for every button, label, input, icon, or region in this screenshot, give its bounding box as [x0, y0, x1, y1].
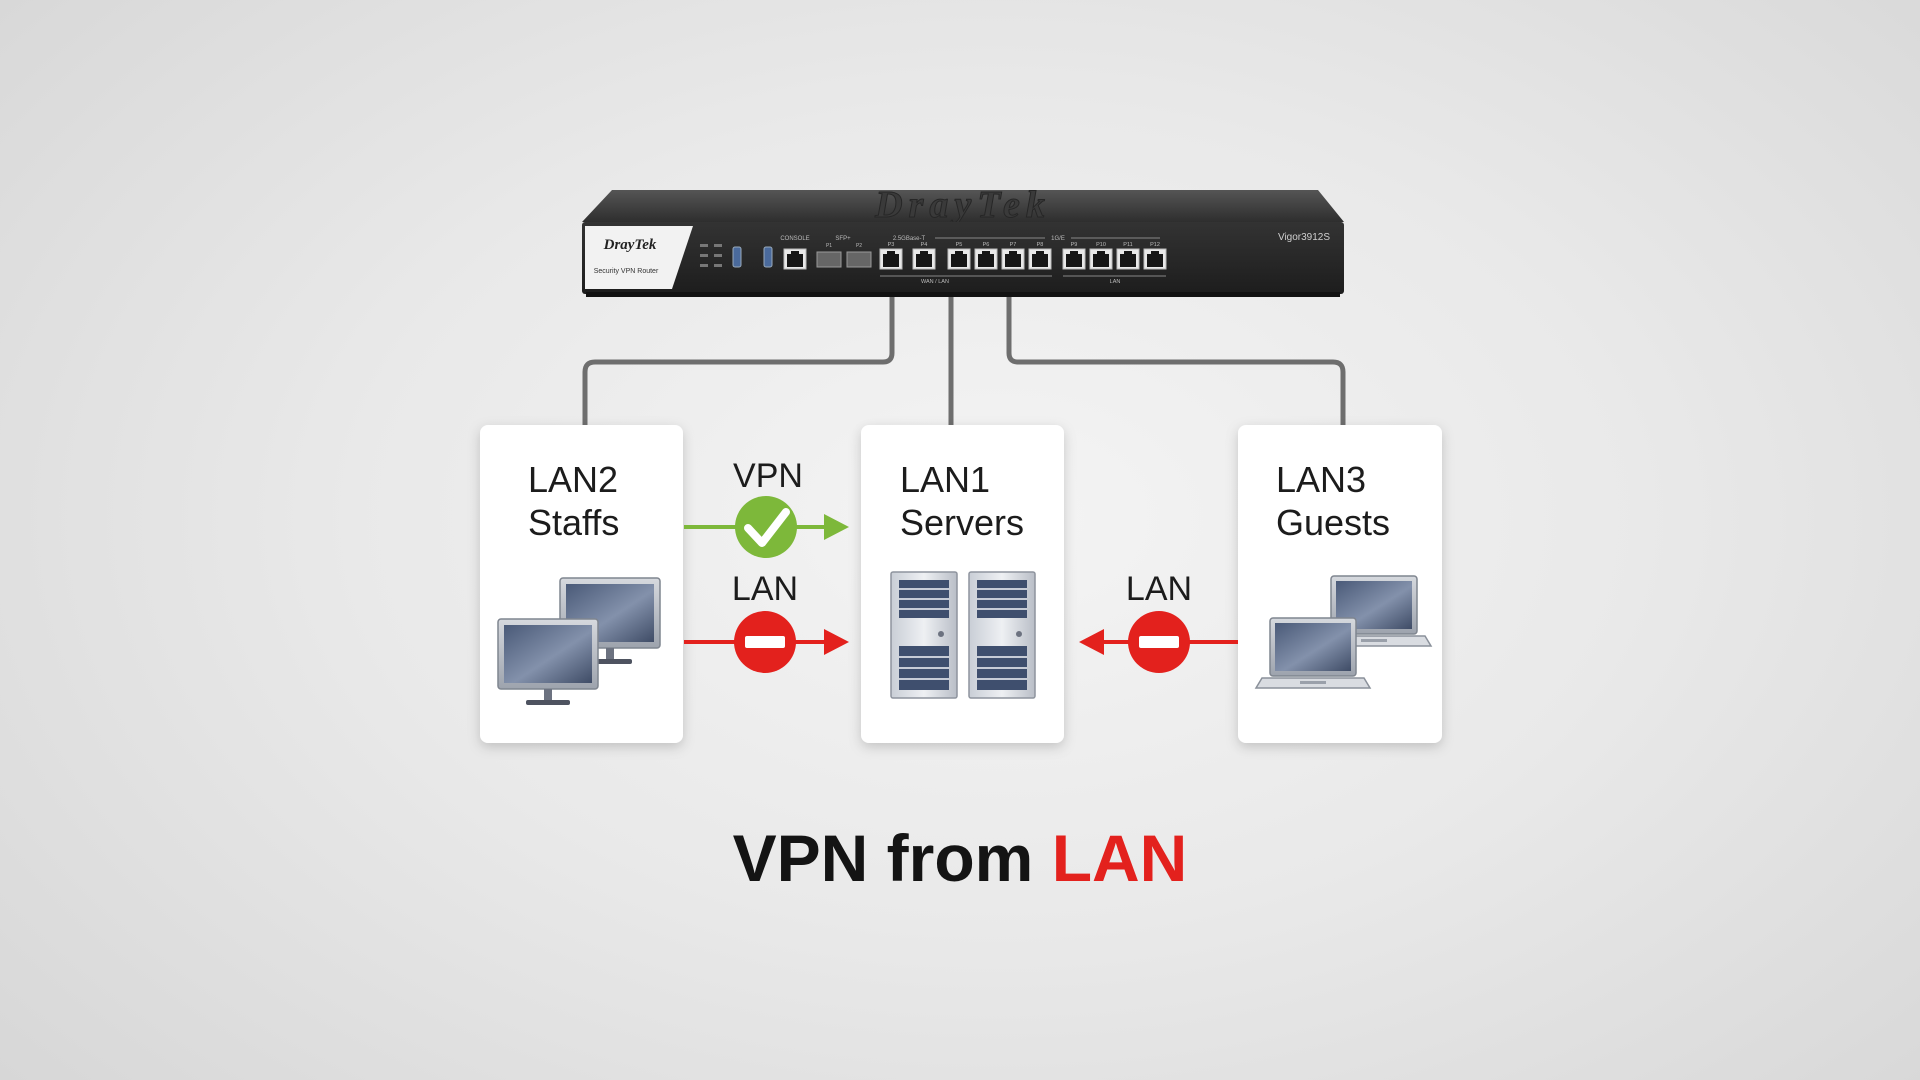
ethernet-port-p11 — [1116, 248, 1140, 270]
lan3-subtitle: Guests — [1276, 502, 1390, 543]
lan-left-label: LAN — [732, 570, 798, 608]
router-sfp-port-2 — [846, 251, 872, 268]
vpn-label: VPN — [733, 457, 803, 495]
cable-lan2 — [582, 295, 895, 430]
router-1g-group-label: 1G/E — [1051, 236, 1065, 242]
router-usb-port-2 — [763, 246, 773, 268]
lan2-name: LAN2 — [528, 459, 618, 500]
lan2-box: LAN2 Staffs — [480, 425, 683, 743]
port-label-p5: P5 — [956, 242, 963, 248]
port-label-p12: P12 — [1150, 242, 1160, 248]
router-sfp-p1-label: P1 — [826, 243, 832, 249]
no-entry-icon — [734, 611, 796, 673]
router-25g-group-label: 2.5GBase-T — [893, 236, 926, 242]
port-label-p6: P6 — [983, 242, 990, 248]
router-console-port — [783, 248, 807, 270]
port-label-p7: P7 — [1010, 242, 1017, 248]
ethernet-port-p12 — [1143, 248, 1167, 270]
router-sfp-p2-label: P2 — [856, 243, 862, 249]
ethernet-port-p9 — [1062, 248, 1086, 270]
lan-right-arrowhead — [1079, 629, 1104, 655]
server-tower-icon — [890, 571, 958, 699]
port-label-p9: P9 — [1071, 242, 1078, 248]
router-brand-badge — [585, 226, 693, 289]
vpn-link: VPN — [684, 457, 849, 558]
router-lan-label: LAN — [1110, 279, 1121, 285]
ethernet-port-p5 — [947, 248, 971, 270]
router-badge-subtitle: Security VPN Router — [594, 268, 659, 275]
ethernet-port-p7 — [1001, 248, 1025, 270]
router-console-label: CONSOLE — [780, 236, 809, 242]
router-port-numbers: P3 P4 P5 P6 P7 P8 P9 P10 P11 P12 — [888, 242, 1160, 248]
ethernet-port-p10 — [1089, 248, 1113, 270]
ethernet-port-p8 — [1028, 248, 1052, 270]
lan1-name: LAN1 — [900, 459, 990, 500]
port-label-p3: P3 — [888, 242, 895, 248]
router-top-panel — [582, 190, 1344, 222]
ethernet-port-p6 — [974, 248, 998, 270]
router-ethernet-ports — [879, 248, 1167, 270]
router-badge-logo: DrayTek — [603, 237, 657, 253]
router-usb-port-1 — [732, 246, 742, 268]
router-device: DrayTek DrayTek Security VPN Router CONS… — [582, 184, 1344, 297]
port-label-p4: P4 — [921, 242, 928, 248]
check-icon — [735, 496, 797, 558]
lan-left-arrowhead — [824, 629, 849, 655]
server-tower-icon — [968, 571, 1036, 699]
router-status-leds — [700, 244, 722, 267]
vpn-arrowhead — [824, 514, 849, 540]
lan3-box: LAN3 Guests — [1238, 425, 1442, 743]
port-label-p10: P10 — [1096, 242, 1106, 248]
router-sfp-port-1 — [816, 251, 842, 268]
lan-link-right: LAN — [1079, 570, 1238, 673]
cable-lan3 — [1006, 295, 1346, 430]
lan3-name: LAN3 — [1276, 459, 1366, 500]
ethernet-port-p3 — [879, 248, 903, 270]
no-entry-icon — [1128, 611, 1190, 673]
lan-right-label: LAN — [1126, 570, 1192, 608]
router-bottom-edge — [586, 292, 1340, 297]
router-sfp-label: SFP+ — [835, 236, 851, 242]
router-top-logo: DrayTek — [874, 184, 1051, 226]
caption-part-lan: LAN — [1051, 821, 1188, 895]
diagram-caption: VPN from LAN — [0, 820, 1920, 896]
ethernet-port-p4 — [912, 248, 936, 270]
router-wan-lan-label: WAN / LAN — [921, 279, 949, 285]
lan1-box: LAN1 Servers — [861, 425, 1064, 743]
router-model-label: Vigor3912S — [1278, 232, 1330, 243]
laptop-icon — [1255, 617, 1371, 689]
port-label-p8: P8 — [1037, 242, 1044, 248]
caption-part-vpn: VPN from — [732, 821, 1052, 895]
lan-link-left: LAN — [684, 570, 849, 673]
port-label-p11: P11 — [1123, 242, 1132, 248]
lan1-subtitle: Servers — [900, 502, 1024, 543]
lan2-subtitle: Staffs — [528, 502, 619, 543]
cables — [582, 295, 1346, 430]
